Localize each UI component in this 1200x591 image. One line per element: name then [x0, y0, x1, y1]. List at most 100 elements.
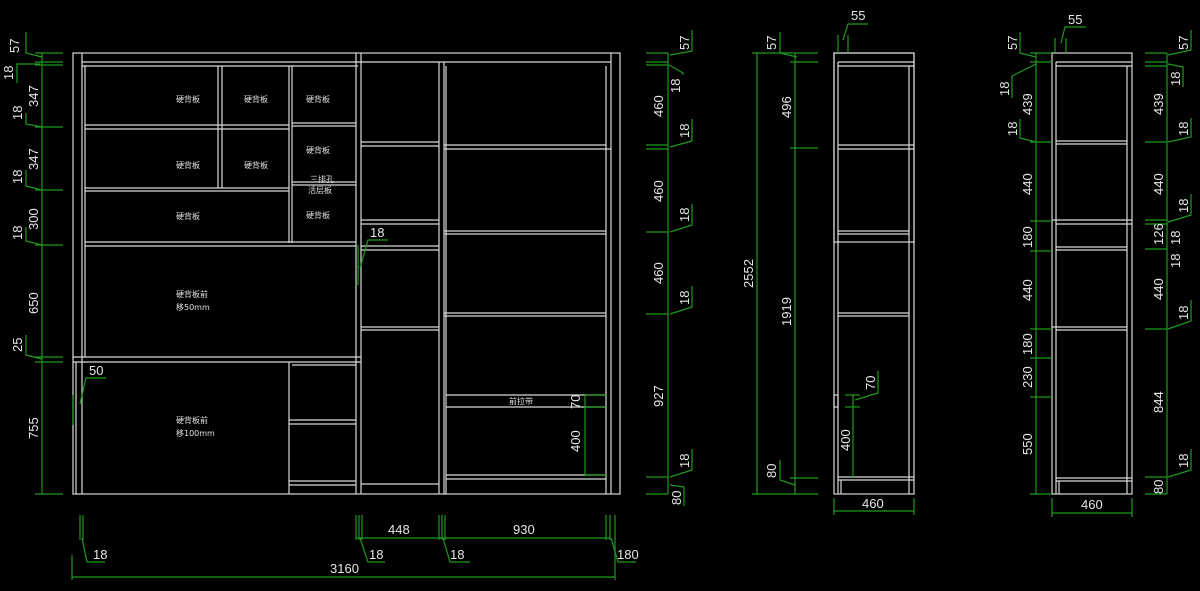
dim-mid-18: 18	[370, 225, 384, 240]
dim-leader	[1167, 194, 1192, 223]
side-view-2-dimensions: 57 18 439 18 440 180 440 180 230 550 55 …	[997, 12, 1192, 517]
dim-right-9: 927	[651, 385, 666, 407]
front-dimensions: 57 18 347 18 347 18 300 18 650 25 755 50…	[1, 30, 693, 580]
dim-leader	[16, 63, 40, 83]
label-back-panel: 硬背板	[176, 211, 200, 221]
side2-dim-l7: 180	[1020, 333, 1035, 355]
label-back-panel: 硬背板	[306, 145, 330, 155]
dim-leader	[668, 64, 684, 75]
dim-right-1: 18	[668, 79, 683, 93]
side1-dim-496: 496	[779, 96, 794, 118]
dim-bottom-448: 448	[388, 522, 410, 537]
dim-leader	[1019, 119, 1037, 143]
side-view-2	[1051, 52, 1133, 495]
side1-dim-460: 460	[862, 496, 884, 511]
side1-dim-55: 55	[851, 8, 865, 23]
dim-leader	[25, 335, 43, 360]
side1-rail	[833, 394, 839, 408]
side2-dim-r8: 18	[1168, 254, 1183, 268]
label-back-front-50: 硬背板前	[176, 289, 208, 299]
dim-left-1: 18	[1, 66, 16, 80]
dim-bottom-left: 18	[93, 547, 107, 562]
dim-left-6: 300	[26, 208, 41, 230]
dim-leader	[854, 371, 879, 401]
dim-leader	[25, 170, 43, 191]
side2-frame	[1051, 52, 1133, 495]
dim-leader	[1167, 30, 1192, 56]
side2-dim-l1: 18	[997, 82, 1012, 96]
label-back-panel: 硬背板	[244, 94, 268, 104]
dim-leader	[610, 537, 636, 563]
label-back-front-100-mm: 移100mm	[176, 428, 215, 438]
dim-leader	[442, 537, 470, 563]
side1-frame-top	[833, 52, 915, 243]
side2-dim-l3: 18	[1005, 122, 1020, 136]
dim-leader	[359, 537, 385, 563]
dim-leader	[669, 30, 693, 56]
side2-dim-l4: 440	[1020, 173, 1035, 195]
side1-dim-2552: 2552	[741, 259, 756, 288]
dim-leader	[669, 484, 685, 506]
side2-dim-55: 55	[1068, 12, 1082, 27]
side1-dim-80: 80	[764, 464, 779, 478]
dim-leader	[669, 449, 693, 478]
dim-leader	[1167, 63, 1184, 87]
side2-dim-l6: 440	[1020, 279, 1035, 301]
dim-leader	[1011, 63, 1037, 98]
dim-leader	[669, 119, 693, 148]
dim-left-5: 18	[10, 170, 25, 184]
dim-left-3: 18	[10, 106, 25, 120]
dim-leader	[669, 204, 693, 233]
side2-dim-r3: 18	[1176, 122, 1191, 136]
dim-leader	[1167, 118, 1192, 143]
side1-dim-400: 400	[838, 429, 853, 451]
dim-leader	[779, 32, 798, 58]
side2-dim-r7: 18	[1168, 231, 1183, 245]
side2-dim-l5: 180	[1020, 226, 1035, 248]
dim-leader	[81, 537, 105, 563]
label-back-panel: 硬背板	[176, 160, 200, 170]
side-view-1-dimensions: 57 496 2552 1919 80 55 70 400 460	[741, 8, 915, 515]
dim-right-0: 57	[677, 36, 692, 50]
dim-right-5: 460	[651, 180, 666, 202]
label-back-panel: 硬背板	[244, 160, 268, 170]
dim-left-7: 18	[10, 226, 25, 240]
label-back-front-100: 硬背板前	[176, 415, 208, 425]
label-back-panel: 硬背板	[306, 94, 330, 104]
dim-left-4: 347	[26, 148, 41, 170]
dim-right-3: 18	[677, 124, 692, 138]
side-view-1	[833, 52, 915, 495]
side2-dim-l0: 57	[1005, 36, 1020, 50]
dim-left-8: 650	[26, 292, 41, 314]
label-adjustable-shelf: 活层板	[308, 185, 332, 195]
side1-dim-57: 57	[764, 36, 779, 50]
side1-dim-1919: 1919	[779, 297, 794, 326]
dim-left-0: 57	[7, 39, 22, 53]
front-outer-frame	[72, 52, 621, 495]
side2-dim-460: 460	[1081, 497, 1103, 512]
label-three-hole: 三排孔	[310, 174, 334, 184]
side2-dim-r11: 844	[1151, 391, 1166, 413]
dim-bottom-right: 180	[617, 547, 639, 562]
dim-leader	[842, 23, 868, 41]
dim-right-10: 18	[677, 454, 692, 468]
side2-dim-r5: 18	[1176, 199, 1191, 213]
dim-rail-400: 400	[568, 430, 583, 452]
dim-leader	[359, 239, 388, 269]
side2-dim-l9: 550	[1020, 433, 1035, 455]
dim-leader	[1060, 26, 1086, 44]
side1-frame	[833, 52, 915, 495]
side2-dim-r4: 440	[1151, 173, 1166, 195]
side2-dim-r1: 18	[1168, 72, 1183, 86]
label-back-front-50-mm: 移50mm	[176, 302, 210, 312]
dim-right-11: 80	[669, 491, 684, 505]
dim-leader	[25, 227, 43, 246]
side2-dim-r12: 18	[1176, 454, 1191, 468]
front-view: 硬背板 硬背板 硬背板 硬背板 硬背板 硬背板 三排孔 活层板 硬背板 硬背板 …	[72, 52, 621, 495]
side2-dim-r2: 439	[1151, 93, 1166, 115]
side2-dim-r13: 80	[1151, 480, 1166, 494]
dim-right-6: 18	[677, 208, 692, 222]
dim-right-8: 18	[677, 291, 692, 305]
label-back-panel: 硬背板	[176, 94, 200, 104]
